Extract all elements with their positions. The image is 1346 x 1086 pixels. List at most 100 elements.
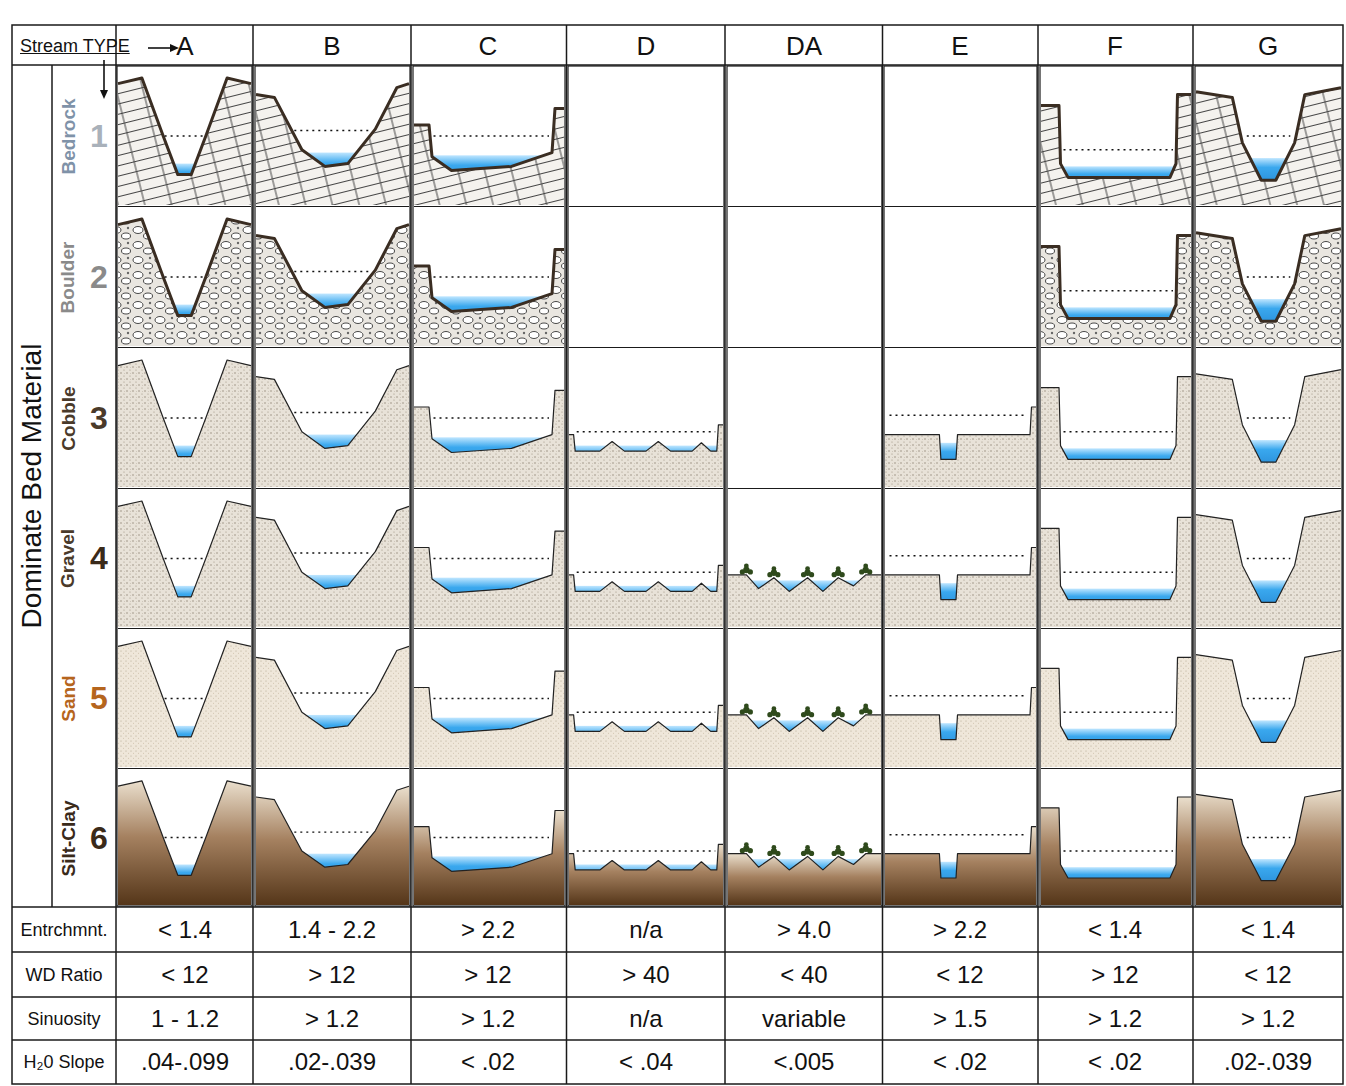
bed-material bbox=[118, 360, 251, 487]
vegetation bbox=[836, 706, 841, 711]
criterion-value: < .04 bbox=[619, 1050, 673, 1074]
ground-profile bbox=[885, 407, 1036, 459]
flood-prone-level bbox=[294, 692, 372, 693]
ground-profile bbox=[1041, 657, 1191, 739]
column-frame bbox=[413, 66, 565, 906]
bed-material bbox=[1041, 797, 1191, 905]
row-divider bbox=[118, 347, 251, 348]
stream-type: A bbox=[176, 33, 193, 59]
material-number: 4 bbox=[90, 542, 108, 574]
vegetation bbox=[863, 564, 868, 569]
vegetation bbox=[809, 712, 814, 717]
criterion-value: < 12 bbox=[1244, 963, 1291, 987]
ground-profile bbox=[256, 84, 409, 167]
row-divider bbox=[256, 768, 409, 769]
column-frame bbox=[1040, 66, 1192, 906]
vegetation bbox=[832, 572, 837, 577]
vegetation bbox=[859, 569, 864, 574]
vegetation bbox=[840, 572, 845, 577]
bed-material bbox=[1196, 370, 1341, 487]
ground-profile bbox=[414, 249, 564, 311]
bed-material bbox=[569, 565, 723, 627]
vegetation bbox=[801, 712, 806, 717]
material-name: Sand bbox=[59, 675, 78, 721]
flood-prone-level bbox=[434, 276, 550, 277]
bed-material bbox=[569, 705, 723, 767]
ground-profile bbox=[118, 78, 251, 175]
ground-profile bbox=[1041, 797, 1191, 878]
criterion-value: < .02 bbox=[461, 1050, 515, 1074]
vegetation bbox=[775, 851, 780, 856]
criterion-value: < 40 bbox=[780, 963, 827, 987]
vegetation bbox=[767, 851, 772, 856]
flood-prone-level bbox=[890, 555, 1027, 556]
vegetation bbox=[840, 851, 845, 856]
bed-material bbox=[569, 844, 723, 905]
bed-material bbox=[414, 108, 564, 205]
vegetation bbox=[805, 706, 810, 711]
bed-material bbox=[728, 854, 881, 905]
material-name: Cobble bbox=[58, 386, 77, 450]
ground-profile bbox=[1196, 790, 1341, 880]
criterion-value: < 12 bbox=[936, 963, 983, 987]
criterion-value: > 40 bbox=[622, 963, 669, 987]
vegetation bbox=[805, 566, 810, 571]
vegetation bbox=[801, 572, 806, 577]
material-number: 6 bbox=[90, 822, 108, 854]
criterion-value: > 1.5 bbox=[933, 1007, 987, 1031]
criterion-value: > 2.2 bbox=[461, 918, 515, 942]
criterion-value: .02-.039 bbox=[288, 1050, 376, 1074]
criterion-value: 1.4 - 2.2 bbox=[288, 918, 376, 942]
vegetation bbox=[809, 851, 814, 856]
material-name: Bedrock bbox=[59, 98, 78, 174]
bed-material bbox=[885, 548, 1036, 628]
row-divider bbox=[728, 768, 881, 769]
row-divider bbox=[1041, 206, 1191, 207]
ground-profile bbox=[414, 811, 564, 872]
material-name: Boulder bbox=[58, 241, 77, 313]
bed-material bbox=[728, 575, 881, 627]
flood-prone-level bbox=[1247, 417, 1291, 418]
row-divider bbox=[728, 628, 881, 629]
vegetation bbox=[744, 564, 749, 569]
criterion-name: Entrchmnt. bbox=[21, 921, 108, 939]
criterion-value: > 2.2 bbox=[933, 918, 987, 942]
vegetation bbox=[859, 709, 864, 714]
ground-profile bbox=[569, 425, 723, 451]
flood-prone-level bbox=[1064, 149, 1174, 150]
flood-prone-level bbox=[1247, 558, 1291, 559]
criterion-value: < .02 bbox=[1088, 1050, 1142, 1074]
ground-profile bbox=[256, 646, 409, 728]
flood-prone-level bbox=[294, 552, 372, 553]
ground-profile bbox=[885, 688, 1036, 740]
criterion-value: > 12 bbox=[464, 963, 511, 987]
row-divider bbox=[1041, 628, 1191, 629]
stream-type: F bbox=[1107, 33, 1123, 59]
row-divider bbox=[885, 768, 1036, 769]
row-divider bbox=[569, 628, 723, 629]
ground-profile bbox=[256, 366, 409, 449]
vegetation bbox=[809, 572, 814, 577]
stream-type: E bbox=[951, 33, 968, 59]
row-divider bbox=[1041, 347, 1191, 348]
flood-prone-level bbox=[165, 558, 205, 559]
material-name: Silt-Clay bbox=[59, 800, 78, 876]
column-frame bbox=[1195, 66, 1342, 906]
ground-profile bbox=[118, 641, 251, 737]
flood-prone-level bbox=[1247, 135, 1291, 136]
criterion-name: WD Ratio bbox=[26, 966, 103, 984]
bed-material bbox=[118, 781, 251, 905]
criterion-value: < 1.4 bbox=[1088, 918, 1142, 942]
ground-profile bbox=[569, 565, 723, 591]
row-divider bbox=[885, 347, 1036, 348]
flood-prone-level bbox=[1064, 572, 1174, 573]
ground-profile bbox=[1041, 517, 1191, 599]
bed-material bbox=[414, 671, 564, 767]
bed-material bbox=[1041, 236, 1191, 346]
flood-prone-level bbox=[1247, 698, 1291, 699]
row-divider bbox=[118, 206, 251, 207]
flood-prone-level bbox=[1064, 712, 1174, 713]
criterion-value: < .02 bbox=[933, 1050, 987, 1074]
bed-material bbox=[1041, 517, 1191, 627]
flood-prone-level bbox=[165, 135, 205, 136]
